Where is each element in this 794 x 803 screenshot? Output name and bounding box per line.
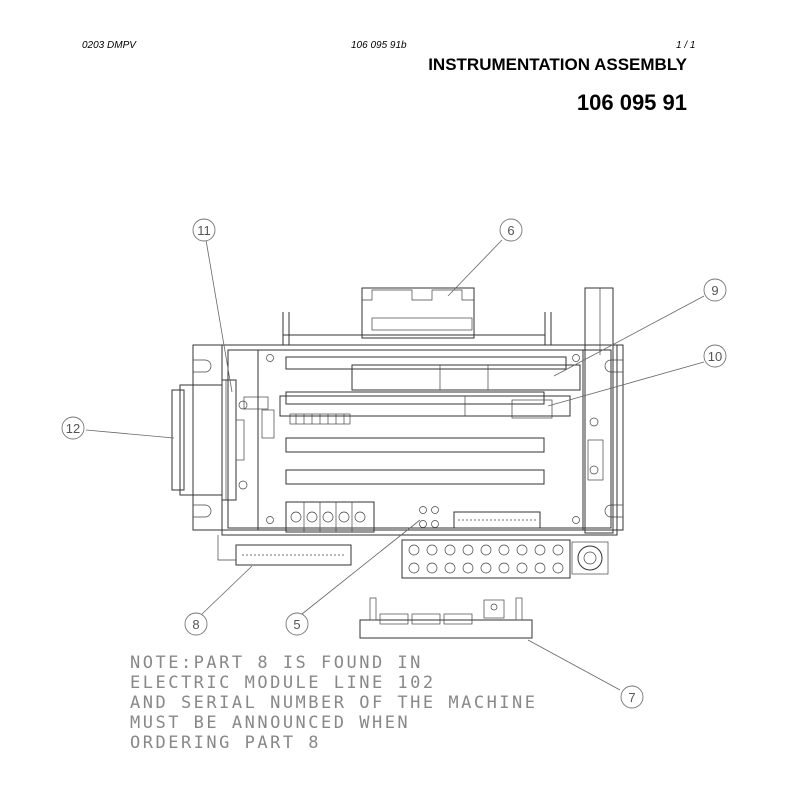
note-line: AND SERIAL NUMBER OF THE MACHINE: [130, 693, 538, 713]
callout-11: 11: [192, 218, 216, 242]
document-code: 0203 DMPV: [82, 40, 136, 51]
callout-6: 6: [499, 218, 523, 242]
svg-text:9: 9: [711, 283, 718, 298]
note-line: MUST BE ANNOUNCED WHEN: [130, 713, 410, 733]
svg-text:11: 11: [197, 223, 211, 238]
drawing-reference: 106 095 91b: [351, 40, 407, 51]
top-connector: [361, 287, 475, 339]
page-indicator: 1 / 1: [676, 40, 696, 51]
fan-assembly: [171, 379, 248, 501]
callout-12: 12: [61, 416, 85, 440]
note-line: ELECTRIC MODULE LINE 102: [130, 673, 436, 693]
callout-5: 5: [285, 612, 309, 636]
callout-9: 9: [703, 278, 727, 302]
callout-10: 10: [703, 344, 727, 368]
note-line: NOTE:PART 8 IS FOUND IN: [130, 653, 423, 673]
bottom-connector: [217, 535, 352, 566]
note-line: ORDERING PART 8: [130, 733, 321, 753]
page-title: INSTRUMENTATION ASSEMBLY: [428, 55, 687, 74]
led-group: [419, 506, 439, 528]
chassis: [192, 287, 624, 536]
svg-text:6: 6: [507, 223, 514, 238]
svg-text:8: 8: [192, 617, 199, 632]
small-pcb: [359, 597, 533, 639]
svg-text:5: 5: [293, 617, 300, 632]
svg-text:7: 7: [628, 690, 635, 705]
part-number: 106 095 91: [576, 90, 687, 115]
pin-header: [289, 413, 351, 425]
callout-7: 7: [620, 685, 644, 709]
terminal-strip: [401, 539, 609, 579]
leader-lines: [85, 239, 705, 691]
svg-text:12: 12: [66, 421, 80, 436]
backplane-board: [243, 349, 584, 533]
callout-8: 8: [184, 612, 208, 636]
svg-text:10: 10: [708, 349, 722, 364]
ordering-note: NOTE:PART 8 IS FOUND IN ELECTRIC MODULE …: [130, 653, 538, 753]
fuse-block: [285, 501, 375, 533]
